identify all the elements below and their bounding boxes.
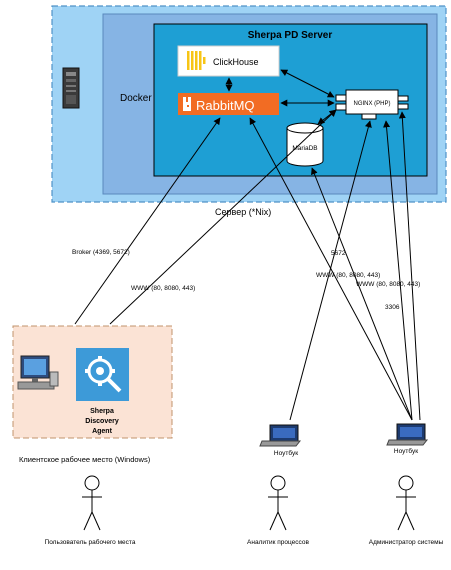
mariadb-label: MariaDB xyxy=(292,145,317,152)
admin-rabbitmq-link xyxy=(249,117,413,421)
laptop-left-label: Ноутбук xyxy=(274,449,298,457)
actor-user-label: Пользователь рабочего места xyxy=(45,538,136,546)
agent-label-line-2: Discovery xyxy=(85,418,119,425)
admin-nginx-link-a xyxy=(383,120,413,421)
analyst-www-link xyxy=(289,120,372,421)
admin-www-port-label: WWW (80, 8080, 443) xyxy=(356,281,420,288)
client-workstation: Sherpa Discovery Agent Клиентское рабоче… xyxy=(12,325,173,464)
clickhouse-component: ClickHouse xyxy=(177,45,280,77)
clickhouse-logo-icon xyxy=(187,51,206,70)
rabbit-port-label: 5672 xyxy=(331,250,346,257)
actor-user-icon xyxy=(82,475,102,531)
mariadb-component: MariaDB xyxy=(286,122,324,167)
server-icon xyxy=(62,67,80,109)
server-host-label: Сервер (*Nix) xyxy=(215,207,271,217)
docker-label: Docker xyxy=(120,93,152,104)
agent-label-line-1: Sherpa xyxy=(90,408,114,415)
actor-analyst-label: Аналитик процессов xyxy=(247,539,309,546)
rabbitmq-component: RabbitMQ xyxy=(178,93,279,115)
nginx-label: NGINX (PHP) xyxy=(353,101,390,107)
workstation-computer-icon xyxy=(17,355,59,390)
rabbitmq-label: RabbitMQ xyxy=(196,98,255,113)
laptop-left-icon xyxy=(259,424,302,447)
discovery-agent-icon xyxy=(76,348,129,401)
mariadb-port-label: 3306 xyxy=(385,304,400,311)
laptop-right-label: Ноутбук xyxy=(394,447,418,455)
agent-www-link xyxy=(109,109,337,325)
clickhouse-nginx-link xyxy=(280,69,335,98)
laptop-right-icon xyxy=(386,423,429,446)
analyst-www-port-label: WWW (80, 8080, 443) xyxy=(316,272,380,279)
agent-broker-link xyxy=(74,117,221,325)
sherpa-server-title: Sherpa PD Server xyxy=(248,30,333,41)
workstation-label: Клиентское рабочее место (Windows) xyxy=(19,455,151,464)
rabbitmq-logo-icon xyxy=(183,97,191,111)
broker-port-label: Broker (4369, 5672) xyxy=(72,249,130,256)
agent-label-line-3: Agent xyxy=(92,428,113,435)
admin-nginx-link-b xyxy=(398,111,421,421)
agent-www-port-label: WWW (80, 8080, 443) xyxy=(131,285,195,292)
admin-mariadb-link xyxy=(311,167,413,421)
nginx-component: NGINX (PHP) xyxy=(335,89,409,120)
actor-admin-icon xyxy=(396,475,416,531)
actor-analyst-icon xyxy=(268,475,288,531)
external-connectors xyxy=(74,109,421,421)
clickhouse-label: ClickHouse xyxy=(213,57,259,67)
actor-admin-label: Администратор системы xyxy=(369,539,444,546)
